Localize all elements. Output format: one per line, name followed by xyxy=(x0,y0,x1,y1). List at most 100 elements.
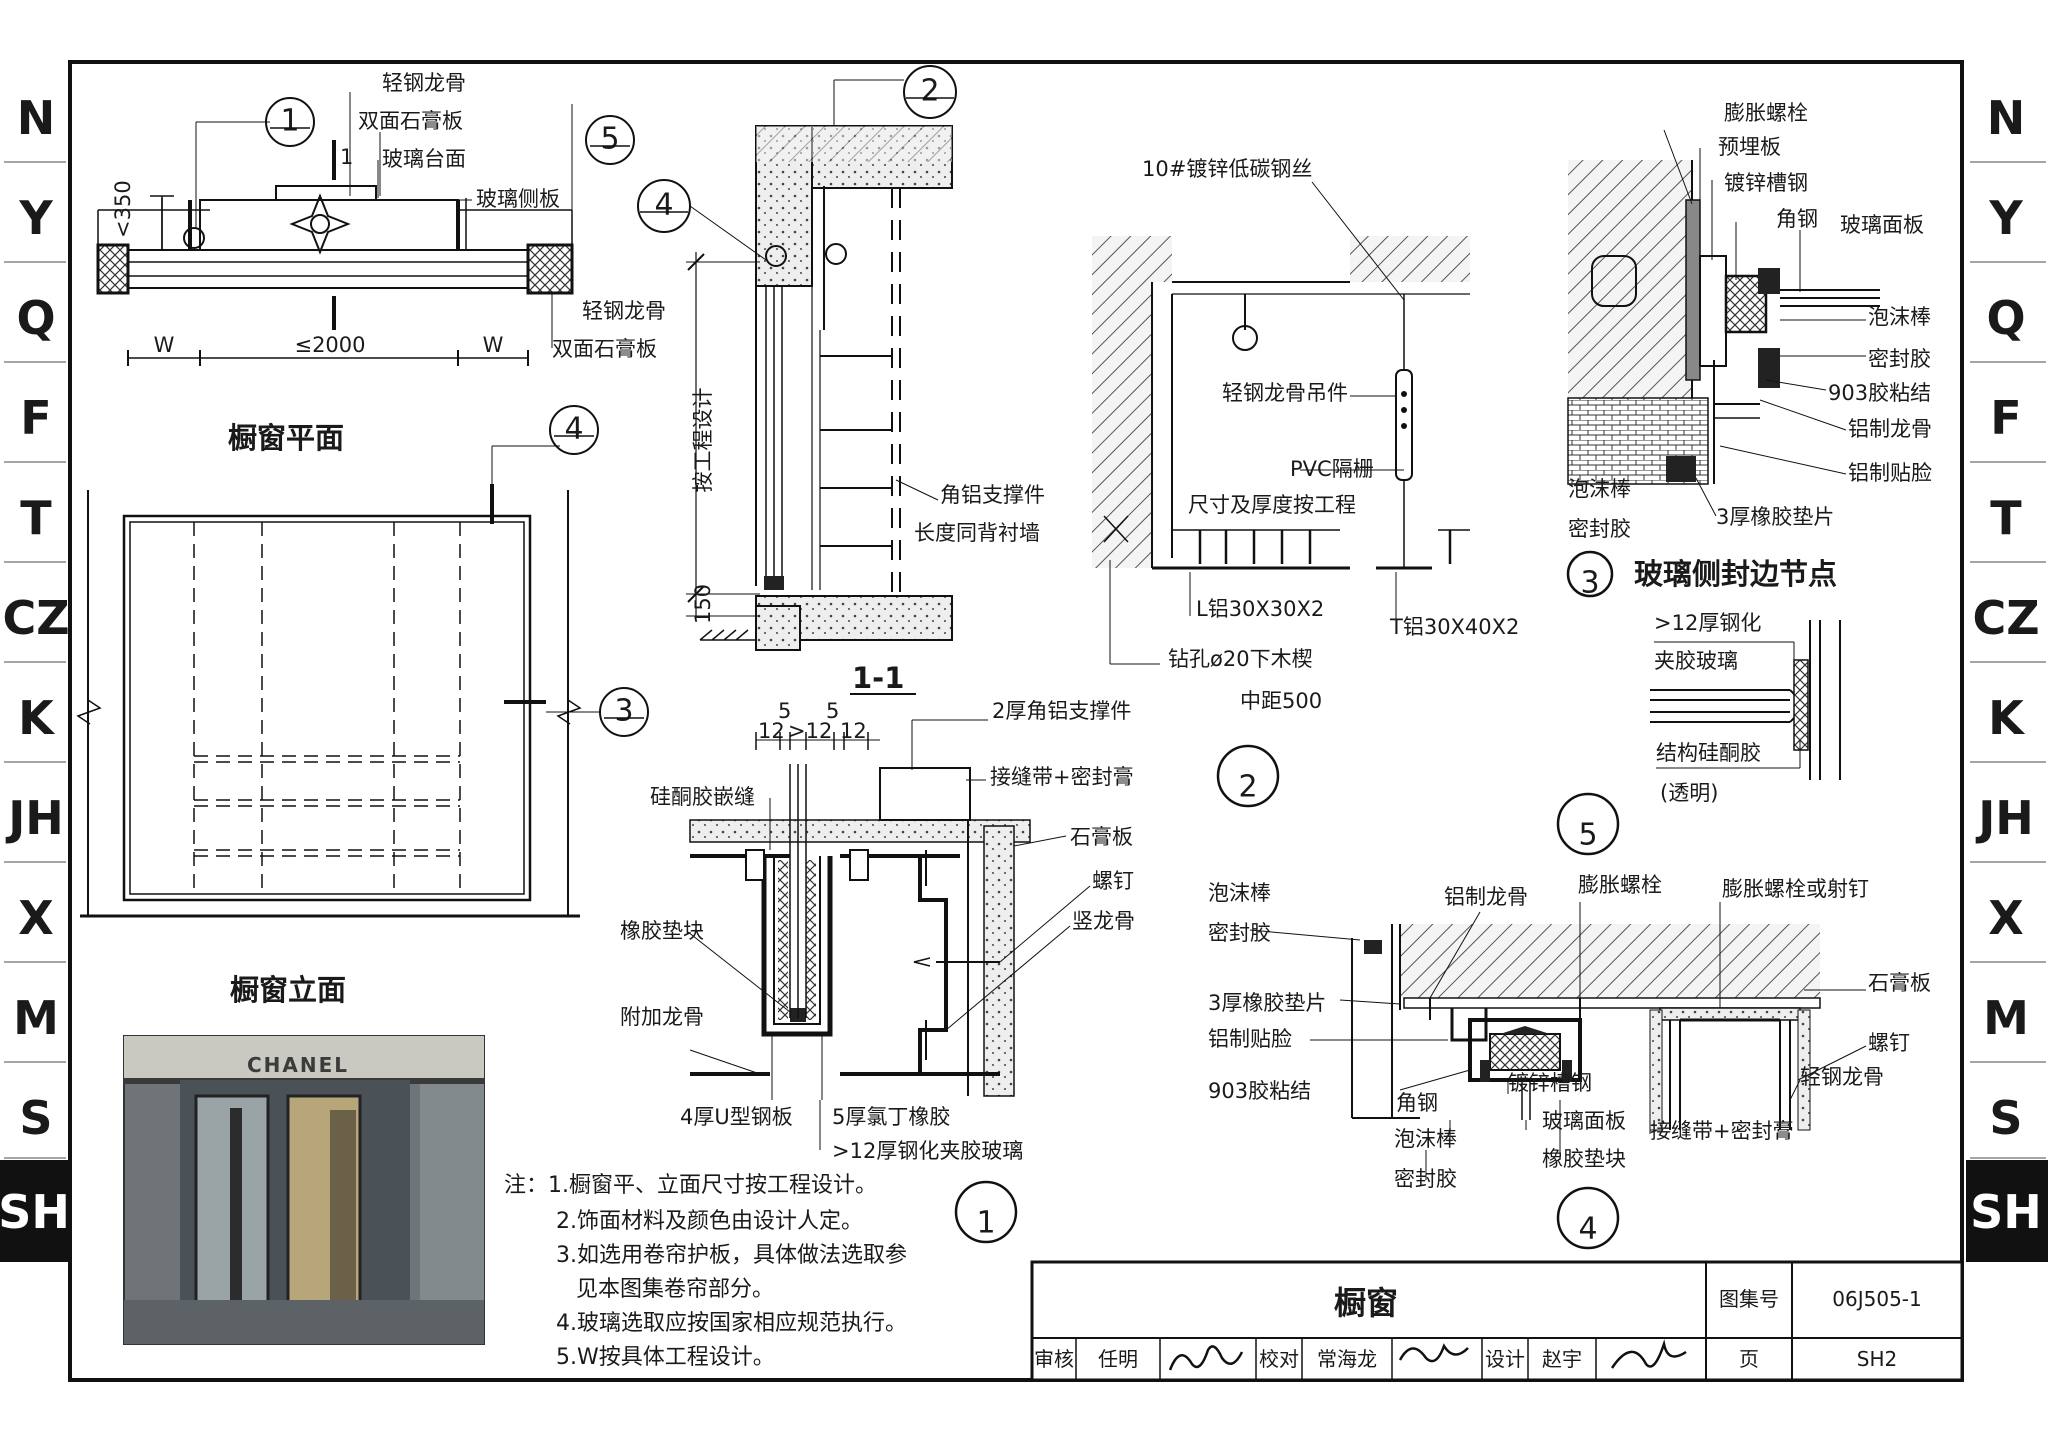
side-index-item[interactable]: JH xyxy=(5,791,64,845)
detail-2-label: 10#镀锌低碳钢丝 xyxy=(1142,157,1312,181)
side-index-item-active[interactable]: SH xyxy=(1970,1185,2042,1239)
detail-1-label: >12厚钢化夹胶玻璃 xyxy=(832,1139,1023,1163)
detail-3-label: 泡沫棒 xyxy=(1568,477,1631,501)
design-label: 设计 xyxy=(1485,1347,1525,1371)
side-index-item[interactable]: T xyxy=(20,491,52,545)
detail-4-label: 铝制贴脸 xyxy=(1208,1027,1292,1051)
detail-1-label: 附加龙骨 xyxy=(620,1005,704,1029)
note-line: 5.W按具体工程设计。 xyxy=(556,1345,775,1370)
detail-4-label: 3厚橡胶垫片 xyxy=(1208,991,1326,1015)
side-index-item[interactable]: S xyxy=(19,1091,52,1145)
detail-4-label: 903胶粘结 xyxy=(1208,1079,1311,1103)
detail-3-label: 角钢 xyxy=(1776,207,1818,231)
detail-1-label: 石膏板 xyxy=(1070,825,1133,849)
detail-1-num: 1 xyxy=(976,1206,995,1241)
side-index-item[interactable]: F xyxy=(1990,391,2021,445)
photo-brand-text: CHANEL xyxy=(247,1053,349,1077)
detail-4: 泡沫棒 密封胶 铝制龙骨 膨胀螺栓 膨胀螺栓或射钉 石膏板 3厚橡胶垫片 铝制贴… xyxy=(1208,873,1931,1250)
plan-dim-height: <350 xyxy=(111,180,135,238)
side-index-item[interactable]: K xyxy=(18,691,56,745)
detail-1-dim: 5 xyxy=(778,699,791,723)
side-index-item-active[interactable]: SH xyxy=(0,1185,70,1239)
designer-signature xyxy=(1610,1339,1687,1369)
section-1-1: 按工程设计 150 2 4 角铝支撑件 长度同背衬墙 1-1 xyxy=(637,65,1045,695)
detail-4-label: 角钢 xyxy=(1396,1091,1438,1115)
detail-2-label: 中距500 xyxy=(1240,689,1322,713)
checker-signature xyxy=(1398,1343,1469,1363)
detail-5-num: 5 xyxy=(1578,818,1597,853)
detail-4-label: 密封胶 xyxy=(1394,1167,1457,1191)
reviewer-signature xyxy=(1168,1345,1244,1371)
side-index-item[interactable]: X xyxy=(18,891,53,945)
check-label: 校对 xyxy=(1259,1347,1299,1371)
detail-4-label: 铝制龙骨 xyxy=(1444,885,1528,909)
side-index-item[interactable]: N xyxy=(17,91,56,145)
side-index-item[interactable]: JH xyxy=(1975,791,2034,845)
side-index-item[interactable]: CZ xyxy=(2,591,69,645)
side-index-item[interactable]: M xyxy=(13,991,59,1045)
detail-4-label: 轻钢龙骨 xyxy=(1800,1065,1884,1089)
note-line: 4.玻璃选取应按国家相应规范执行。 xyxy=(556,1311,907,1336)
detail-1-label: 硅酮胶嵌缝 xyxy=(650,785,755,809)
section-title: 1-1 xyxy=(852,661,904,695)
detail-5-label: >12厚钢化 xyxy=(1654,611,1761,635)
detail-3-label: 预埋板 xyxy=(1718,135,1781,159)
detail-4-label: 泡沫棒 xyxy=(1394,1127,1457,1151)
side-index-item[interactable]: X xyxy=(1988,891,2023,945)
side-index-item[interactable]: F xyxy=(20,391,51,445)
side-index-item[interactable]: CZ xyxy=(1972,591,2039,645)
detail-1-label: 橡胶垫块 xyxy=(620,919,704,943)
detail-1-label: 竖龙骨 xyxy=(1072,909,1135,933)
side-index-item[interactable]: Y xyxy=(1988,191,2023,245)
checker: 常海龙 xyxy=(1317,1347,1377,1371)
detail-4-num: 4 xyxy=(1578,1212,1597,1247)
detail-4-label: 石膏板 xyxy=(1868,971,1931,995)
plan-label: 双面石膏板 xyxy=(552,337,657,361)
section-callout: 4 xyxy=(654,188,673,223)
detail-5: >12厚钢化 夹胶玻璃 结构硅酮胶 (透明) 5 xyxy=(1556,611,1841,856)
detail-2-label: 钻孔ø20下木楔 xyxy=(1168,647,1313,671)
plan-cut-mark: 1 xyxy=(340,145,353,169)
detail-1-dim: 12 xyxy=(840,719,867,743)
side-index-item[interactable]: M xyxy=(1983,991,2029,1045)
section-label: 角铝支撑件 xyxy=(940,483,1045,507)
detail-2-label: 尺寸及厚度按工程 xyxy=(1188,493,1356,517)
side-index-item[interactable]: Q xyxy=(1986,291,2025,345)
storefront-photo: CHANEL xyxy=(123,1035,485,1345)
detail-3-label: 铝制贴脸 xyxy=(1848,461,1932,485)
detail-1: 12 5 >12 5 12 2厚角铝支撑件 硅酮胶嵌缝 接缝带+密封膏 石膏板 … xyxy=(620,699,1135,1244)
plan-callout: 5 xyxy=(600,122,619,157)
side-index-item[interactable]: N xyxy=(1987,91,2026,145)
detail-3-label: 3厚橡胶垫片 xyxy=(1716,505,1834,529)
side-index-item[interactable]: S xyxy=(1989,1091,2022,1145)
detail-2-label: T铝30X40X2 xyxy=(1389,615,1519,639)
section-vertical-label: 按工程设计 xyxy=(691,388,715,493)
elevation-callout: 4 xyxy=(564,412,583,447)
page-no: SH2 xyxy=(1857,1347,1897,1371)
detail-4-label: 膨胀螺栓或射钉 xyxy=(1722,877,1869,901)
detail-3-label: 903胶粘结 xyxy=(1828,381,1931,405)
section-label: 长度同背衬墙 xyxy=(914,521,1040,545)
designer: 赵宇 xyxy=(1542,1347,1582,1371)
detail-1-label: 螺钉 xyxy=(1092,869,1134,893)
detail-2: 10#镀锌低碳钢丝 轻钢龙骨吊件 PVC隔栅 尺寸及厚度按工程 L铝30X30X… xyxy=(1092,157,1519,808)
side-index-item[interactable]: K xyxy=(1988,691,2026,745)
note-line: 见本图集卷帘部分。 xyxy=(576,1277,774,1302)
detail-3-num: 3 xyxy=(1580,566,1599,601)
elevation-callout: 3 xyxy=(614,694,633,729)
detail-3-label: 密封胶 xyxy=(1568,517,1631,541)
detail-4-label: 膨胀螺栓 xyxy=(1578,873,1662,897)
note-line: 3.如选用卷帘护板，具体做法选取参 xyxy=(556,1243,907,1268)
plan-label: 玻璃侧板 xyxy=(476,187,560,211)
detail-3-label: 玻璃面板 xyxy=(1840,213,1924,237)
side-index-item[interactable]: Q xyxy=(16,291,55,345)
detail-4-label: 橡胶垫块 xyxy=(1542,1147,1626,1171)
plan-dim-w-right: W xyxy=(483,333,504,357)
side-index-item[interactable]: Y xyxy=(18,191,53,245)
side-index-item[interactable]: T xyxy=(1990,491,2022,545)
title-block: 橱窗 图集号 06J505-1 审核 任明 校对 常海龙 设计 赵宇 页 SH2 xyxy=(1030,1260,1964,1382)
note-line: 2.饰面材料及颜色由设计人定。 xyxy=(556,1209,863,1234)
detail-2-label: PVC隔栅 xyxy=(1290,457,1374,481)
notes: 注：1.橱窗平、立面尺寸按工程设计。 2.饰面材料及颜色由设计人定。 3.如选用… xyxy=(504,1173,907,1370)
side-index-left: N Y Q F T CZ K JH X M S SH xyxy=(0,91,70,1262)
